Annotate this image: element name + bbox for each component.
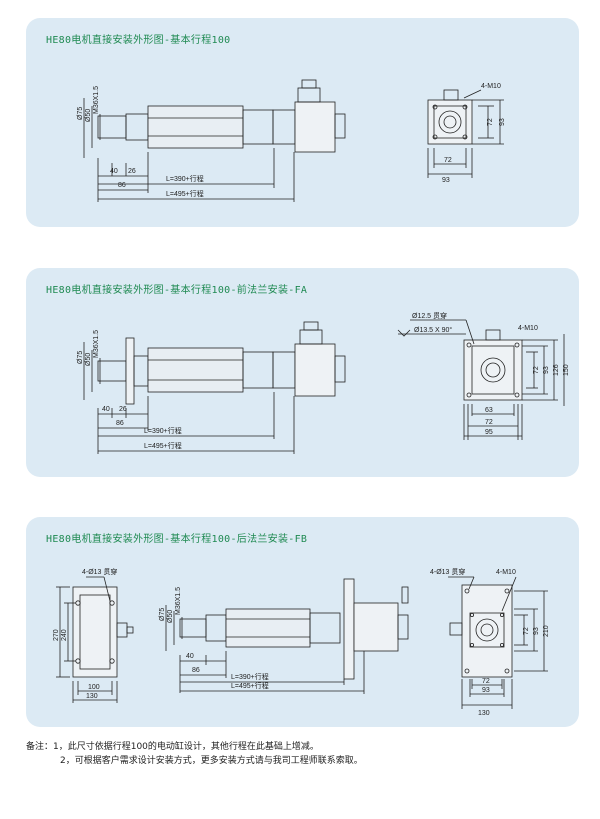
cylinder-body bbox=[147, 105, 244, 149]
panel-basic-mount: HE80电机直接安装外形图-基本行程100 bbox=[26, 18, 579, 227]
panel-title: HE80电机直接安装外形图-基本行程100-前法兰安装-FA bbox=[46, 285, 308, 296]
dim-holeL: 4-Ø13 贯穿 bbox=[82, 567, 117, 576]
cylinder-body bbox=[147, 347, 244, 393]
dim-26: 26 bbox=[128, 168, 136, 175]
note-line-1: 备注：1，此尺寸依据行程100的电动缸设计，其他行程在此基础上增减。 bbox=[26, 742, 319, 752]
dim-86: 86 bbox=[118, 182, 126, 189]
dim-40: 40 bbox=[102, 406, 110, 413]
dim-v150: 150 bbox=[563, 364, 570, 376]
motor bbox=[294, 101, 336, 153]
dim-w130: 130 bbox=[86, 693, 98, 700]
dim-d50: Ø50 bbox=[85, 353, 92, 366]
dim-86: 86 bbox=[116, 420, 124, 427]
drawing-basic: Ø75 Ø50 M36X1.5 40 26 86 L=390+行程 L=495+… bbox=[77, 79, 506, 202]
dim-v93: 93 bbox=[543, 366, 550, 374]
dim-v93: 93 bbox=[499, 118, 506, 126]
dim-l495: L=495+行程 bbox=[144, 441, 182, 450]
front-flange bbox=[125, 337, 135, 405]
panel-front-flange: HE80电机直接安装外形图-基本行程100-前法兰安装-FA bbox=[26, 268, 579, 477]
dim-270: 270 bbox=[53, 629, 60, 641]
dim-h72: 72 bbox=[482, 678, 490, 685]
dim-bolt: 4-M10 bbox=[481, 83, 501, 90]
dim-holeR: 4-Ø13 贯穿 bbox=[430, 567, 465, 576]
dim-h93: 93 bbox=[442, 177, 450, 184]
dim-l390: L=390+行程 bbox=[144, 426, 182, 435]
dim-h95: 95 bbox=[485, 429, 493, 436]
rear-flange-plate bbox=[72, 586, 118, 678]
dim-csink: Ø13.5 X 90° bbox=[414, 326, 452, 334]
dim-86: 86 bbox=[192, 667, 200, 674]
dim-h93: 93 bbox=[482, 687, 490, 694]
note-line-2: 2，可根据客户需求设计安装方式，更多安装方式请与我司工程师联系索取。 bbox=[60, 756, 363, 766]
panel-title: HE80电机直接安装外形图-基本行程100 bbox=[46, 35, 231, 46]
dim-v93: 93 bbox=[533, 627, 540, 635]
dim-w100: 100 bbox=[88, 684, 100, 691]
dim-hole: Ø12.5 贯穿 bbox=[412, 311, 447, 320]
dim-d75: Ø75 bbox=[159, 608, 166, 621]
dim-v72: 72 bbox=[533, 366, 540, 374]
rod-end bbox=[179, 618, 207, 638]
dim-thread: M36X1.5 bbox=[175, 587, 182, 615]
dim-40: 40 bbox=[186, 653, 194, 660]
end-view-flange bbox=[461, 584, 513, 678]
dim-thread: M36X1.5 bbox=[93, 330, 100, 358]
dim-h130: 130 bbox=[478, 710, 490, 717]
dim-h72: 72 bbox=[444, 157, 452, 164]
dim-d75: Ø75 bbox=[77, 107, 84, 120]
dim-40: 40 bbox=[110, 168, 118, 175]
dim-d75: Ø75 bbox=[77, 351, 84, 364]
drawing-rear-flange: 4-Ø13 贯穿 270 240 100 130 Ø75 Ø50 M36X1.5… bbox=[53, 567, 550, 717]
front-cap bbox=[125, 113, 149, 141]
adapter bbox=[272, 109, 296, 145]
footnotes: 备注：1，此尺寸依据行程100的电动缸设计，其他行程在此基础上增减。 2，可根据… bbox=[26, 740, 363, 768]
dim-l495: L=495+行程 bbox=[231, 681, 269, 690]
dim-l495: L=495+行程 bbox=[166, 189, 204, 198]
motor-connector bbox=[297, 87, 321, 103]
motor bbox=[353, 602, 399, 652]
dim-v72: 72 bbox=[487, 118, 494, 126]
dim-bolt: 4-M10 bbox=[496, 569, 516, 576]
end-view-square bbox=[427, 99, 473, 145]
rear-cap bbox=[242, 109, 274, 145]
dim-d50: Ø50 bbox=[85, 109, 92, 122]
cylinder-body bbox=[225, 608, 311, 648]
motor bbox=[294, 343, 336, 397]
dim-v210: 210 bbox=[543, 625, 550, 637]
panel-rear-flange: HE80电机直接安装外形图-基本行程100-后法兰安装-FB bbox=[26, 517, 579, 727]
rod-end bbox=[97, 115, 127, 139]
dim-d50: Ø50 bbox=[167, 610, 174, 623]
dim-h63: 63 bbox=[485, 407, 493, 414]
drawing-front-flange: Ø75 Ø50 M36X1.5 40 26 86 L=390+行程 L=495+… bbox=[77, 311, 570, 454]
rod-end bbox=[97, 360, 127, 382]
end-view-flange bbox=[463, 339, 523, 401]
dim-240: 240 bbox=[61, 629, 68, 641]
dim-thread: M36X1.5 bbox=[93, 86, 100, 114]
dim-h72: 72 bbox=[485, 419, 493, 426]
dim-v72: 72 bbox=[523, 627, 530, 635]
dim-bolt: 4-M10 bbox=[518, 325, 538, 332]
dim-l390: L=390+行程 bbox=[231, 672, 269, 681]
dim-v126: 126 bbox=[553, 364, 560, 376]
dim-26: 26 bbox=[119, 406, 127, 413]
dim-l390: L=390+行程 bbox=[166, 174, 204, 183]
panel-title: HE80电机直接安装外形图-基本行程100-后法兰安装-FB bbox=[46, 534, 308, 545]
rear-flange bbox=[343, 578, 355, 680]
